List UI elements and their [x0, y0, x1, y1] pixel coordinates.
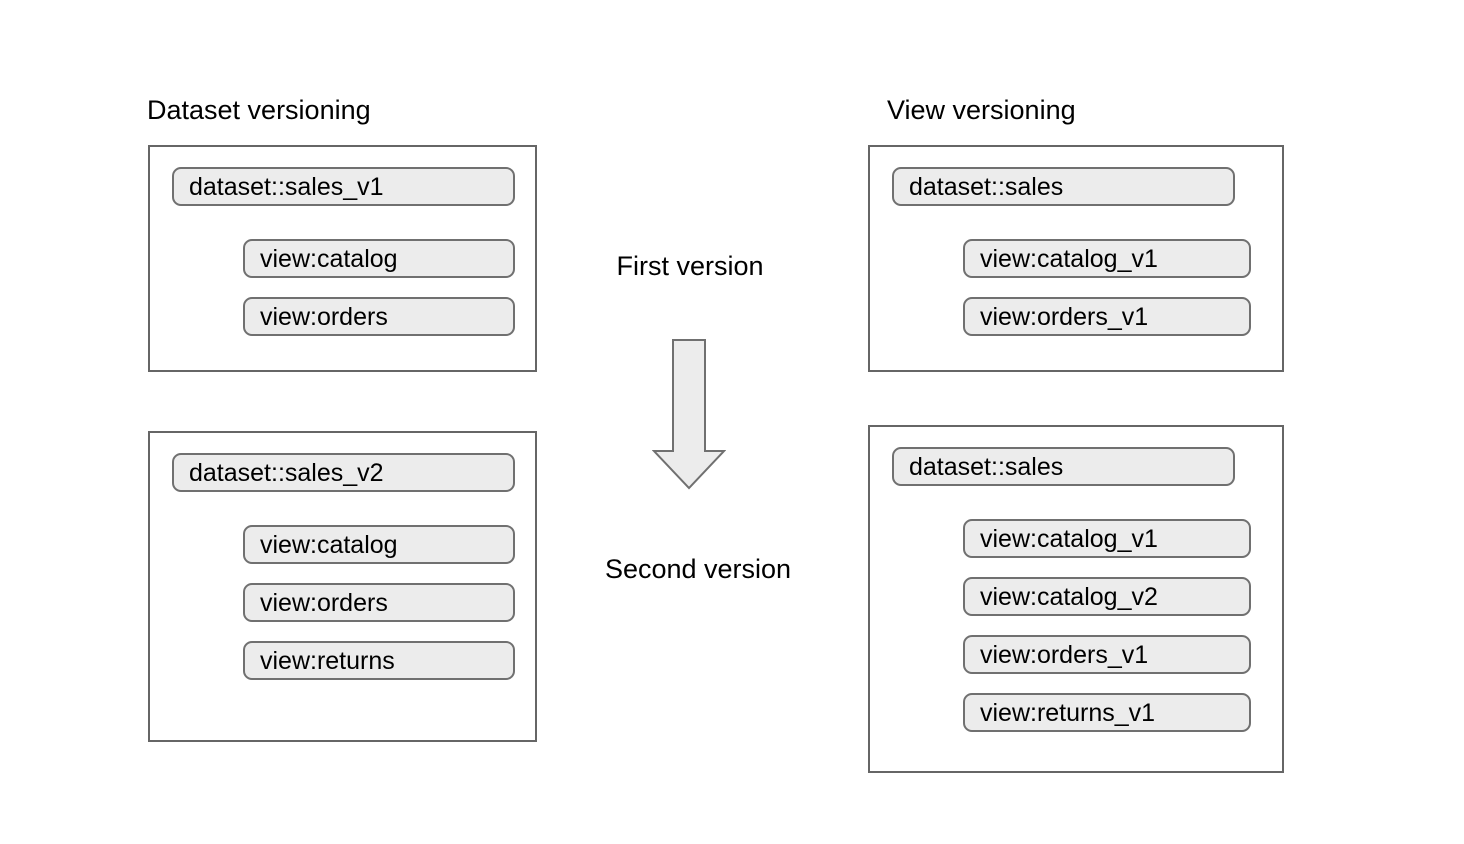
view-pill[interactable]: view:catalog [243, 239, 515, 278]
group-box-view-versioning-first: dataset::sales view:catalog_v1 view:orde… [868, 145, 1284, 372]
view-pill[interactable]: view:catalog_v1 [963, 519, 1251, 558]
second-version-label: Second version [604, 554, 792, 584]
column-heading-dataset-versioning: Dataset versioning [147, 95, 371, 125]
view-pill[interactable]: view:catalog [243, 525, 515, 564]
group-box-dataset-sales-v2: dataset::sales_v2 view:catalog view:orde… [148, 431, 537, 742]
view-pill[interactable]: view:catalog_v1 [963, 239, 1251, 278]
view-pill[interactable]: view:returns_v1 [963, 693, 1251, 732]
dataset-pill[interactable]: dataset::sales_v2 [172, 453, 515, 492]
down-arrow-icon [652, 339, 726, 490]
dataset-pill[interactable]: dataset::sales [892, 167, 1235, 206]
first-version-label: First version [616, 251, 764, 281]
view-pill[interactable]: view:orders_v1 [963, 635, 1251, 674]
group-box-dataset-sales-v1: dataset::sales_v1 view:catalog view:orde… [148, 145, 537, 372]
view-pill[interactable]: view:orders [243, 583, 515, 622]
group-box-view-versioning-second: dataset::sales view:catalog_v1 view:cata… [868, 425, 1284, 773]
column-heading-view-versioning: View versioning [887, 95, 1076, 125]
view-pill[interactable]: view:returns [243, 641, 515, 680]
view-pill[interactable]: view:catalog_v2 [963, 577, 1251, 616]
view-pill[interactable]: view:orders [243, 297, 515, 336]
dataset-pill[interactable]: dataset::sales [892, 447, 1235, 486]
view-pill[interactable]: view:orders_v1 [963, 297, 1251, 336]
dataset-pill[interactable]: dataset::sales_v1 [172, 167, 515, 206]
